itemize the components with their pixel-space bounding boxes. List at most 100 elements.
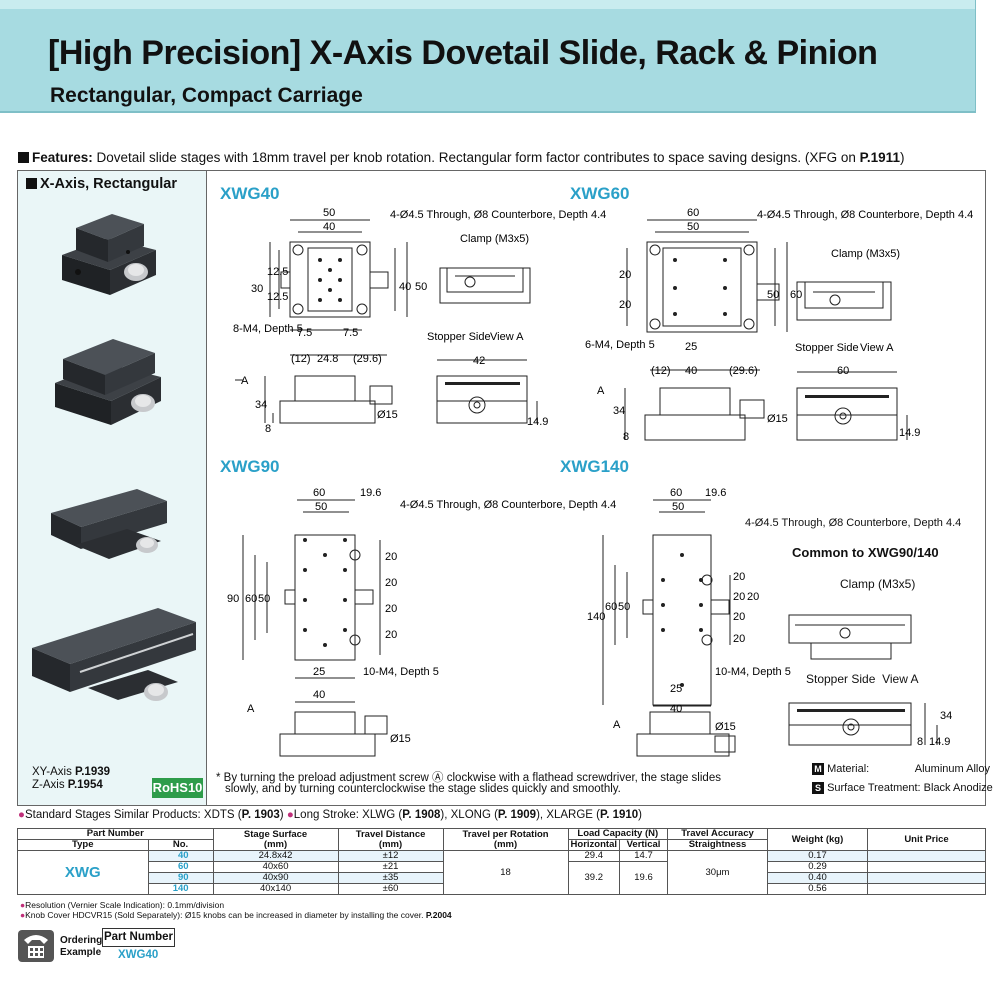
surface-treatment: Surface Treatment: Black Anodize bbox=[827, 782, 993, 794]
dim-xwg140-40: 40 bbox=[670, 703, 682, 715]
dim-xwg40-42: 42 bbox=[473, 355, 485, 367]
th-mm-2: (mm) bbox=[378, 838, 403, 850]
similar-text2: ) bbox=[279, 809, 287, 821]
dim-xwg140-60v: 60 bbox=[605, 601, 617, 613]
table-row: 60 40x60 ±21 39.2 19.6 0.29 bbox=[18, 861, 986, 895]
similar-page-1908[interactable]: P. 1908 bbox=[402, 809, 441, 821]
th-type: Type bbox=[17, 839, 149, 851]
dim-xwg40-12: (12) bbox=[291, 353, 311, 365]
dim-xwg40-248: 24.8 bbox=[317, 353, 338, 365]
clamp-label-xwg40: Clamp (M3x5) bbox=[460, 233, 529, 245]
dim-xwg60-34: 34 bbox=[613, 405, 625, 417]
th-travel-per-rotation-text: Travel per Rotation bbox=[462, 828, 549, 840]
dim-xwg90-60v: 60 bbox=[245, 593, 257, 605]
dim-xwg90-90: 90 bbox=[227, 593, 239, 605]
dim-xwg40-50: 50 bbox=[323, 207, 335, 219]
dim-xwg140-60: 60 bbox=[670, 487, 682, 499]
th-stage-surface-text: Stage Surface bbox=[243, 828, 308, 840]
drawing-xwg90: 60 19.6 50 90 60 50 20 20 20 20 25 40 Ø1… bbox=[227, 487, 616, 757]
arrow-a-xwg60: A bbox=[597, 385, 605, 397]
features-text: Dovetail slide stages with 18mm travel p… bbox=[92, 150, 860, 165]
common-title: Common to XWG90/140 bbox=[792, 545, 939, 560]
dim-xwg60-12: (12) bbox=[651, 365, 671, 377]
clamp-label-xwg60: Clamp (M3x5) bbox=[831, 248, 900, 260]
th-unit-price: Unit Price bbox=[867, 828, 986, 851]
arrow-a-xwg140: A bbox=[613, 719, 621, 731]
cell-weight: 0.17 bbox=[767, 850, 868, 862]
features-page-link[interactable]: P.1911 bbox=[859, 150, 900, 165]
ref-xy-axis[interactable]: XY-Axis P.1939 bbox=[32, 766, 110, 778]
model-title-xwg90: XWG90 bbox=[220, 457, 280, 476]
stopper-label-xwg60: Stopper Side bbox=[795, 342, 859, 354]
similar-page-1910[interactable]: P. 1910 bbox=[600, 809, 639, 821]
dim-xwg40-8: 8 bbox=[265, 423, 271, 435]
cell-surface: 40x60 bbox=[212, 861, 339, 873]
dim-xwg60-60v: 60 bbox=[790, 289, 802, 301]
ref-xy-page: P.1939 bbox=[75, 766, 111, 778]
dim-xwg60-50v: 50 bbox=[767, 289, 779, 301]
view-label-xwg60: View A bbox=[860, 342, 894, 354]
view-label-xwg40: View A bbox=[490, 331, 524, 343]
dim-xwg60-50: 50 bbox=[687, 221, 699, 233]
th-horizontal: Horizontal bbox=[567, 839, 621, 851]
dim-xwg90-20c: 20 bbox=[385, 603, 397, 615]
dim-xwg40-34: 34 bbox=[255, 399, 267, 411]
drawing-xwg60: 60 50 20 20 50 60 25 (12) 40 (29.6) 60 3… bbox=[585, 207, 973, 443]
dim-xwg140-20e: 20 bbox=[733, 633, 745, 645]
dim-common-8: 8 bbox=[917, 736, 923, 748]
features-close: ) bbox=[899, 150, 905, 165]
cell-no: 90 bbox=[147, 872, 214, 884]
model-title-xwg40: XWG40 bbox=[220, 184, 280, 203]
cell-travel: ±35 bbox=[337, 872, 444, 884]
drawing-common: 34 8 14.9 bbox=[788, 614, 952, 748]
dim-xwg90-20a: 20 bbox=[385, 551, 397, 563]
dim-xwg140-50: 50 bbox=[672, 501, 684, 513]
cell-load-h: 39.2 bbox=[567, 861, 621, 895]
info-pin-icon: ● bbox=[20, 900, 26, 910]
ref-z-axis[interactable]: Z-Axis P.1954 bbox=[32, 779, 103, 791]
cell-per-rotation: 18 bbox=[442, 850, 569, 895]
dim-xwg40-125a: 12.5 bbox=[267, 266, 288, 278]
tap-note-xwg90: 10-M4, Depth 5 bbox=[363, 666, 439, 678]
dim-xwg140-20a: 20 bbox=[733, 571, 745, 583]
ordering-label2: Example bbox=[60, 947, 102, 958]
long-stroke-text: Long Stroke: XLWG ( bbox=[293, 809, 403, 821]
dim-xwg40-40: 40 bbox=[323, 221, 335, 233]
cell-weight: 0.40 bbox=[767, 872, 868, 884]
dim-xwg60-60f: 60 bbox=[837, 365, 849, 377]
cell-price bbox=[867, 872, 986, 884]
dim-xwg140-20d: 20 bbox=[733, 611, 745, 623]
tap-note-xwg60: 6-M4, Depth 5 bbox=[585, 339, 655, 351]
similar-page-1909[interactable]: P. 1909 bbox=[497, 809, 537, 821]
dim-xwg140-196: 19.6 bbox=[705, 487, 726, 499]
similar-page-1903[interactable]: P. 1903 bbox=[241, 809, 280, 821]
ref-z-label: Z-Axis bbox=[32, 779, 68, 791]
dim-xwg40-40v: 40 bbox=[399, 281, 411, 293]
dim-xwg90-50v: 50 bbox=[258, 593, 270, 605]
header-edge-tab bbox=[975, 0, 1000, 113]
th-travel-accuracy: Travel Accuracy bbox=[667, 828, 768, 840]
ref-z-page: P.1954 bbox=[67, 779, 103, 791]
dim-common-149: 14.9 bbox=[929, 736, 950, 748]
dim-xwg60-149: 14.9 bbox=[899, 427, 920, 439]
th-travel-distance-text: Travel Distance bbox=[355, 828, 426, 840]
part-number-box: Part Number bbox=[102, 928, 175, 947]
spec-table: Part Number Stage Surface(mm) Travel Dis… bbox=[17, 828, 986, 895]
cell-no: 140 bbox=[147, 883, 214, 895]
similar-t4: ), XLARGE ( bbox=[536, 809, 600, 821]
th-load-capacity: Load Capacity (N) bbox=[567, 828, 669, 840]
preload-note-line2: slowly, and by turning counterclockwise … bbox=[225, 783, 621, 795]
th-mm-1: (mm) bbox=[263, 838, 288, 850]
table-row: 140 40x140 ±60 0.56 bbox=[18, 883, 986, 895]
preload-note-line1: * By turning the preload adjustment scre… bbox=[216, 772, 721, 784]
material-key: Material: bbox=[827, 763, 870, 775]
dim-common-34: 34 bbox=[940, 710, 952, 722]
th-mm-3: (mm) bbox=[493, 838, 518, 850]
features-label: Features: bbox=[32, 150, 93, 165]
cell-surface: 24.8x42 bbox=[212, 850, 339, 862]
dim-xwg60-60: 60 bbox=[687, 207, 699, 219]
dim-xwg140-140: 140 bbox=[587, 611, 605, 623]
footnote-resolution: ●Resolution (Vernier Scale Indication): … bbox=[20, 900, 224, 910]
footnote-page-link[interactable]: P.2004 bbox=[425, 910, 452, 920]
square-bullet-icon bbox=[18, 152, 29, 163]
